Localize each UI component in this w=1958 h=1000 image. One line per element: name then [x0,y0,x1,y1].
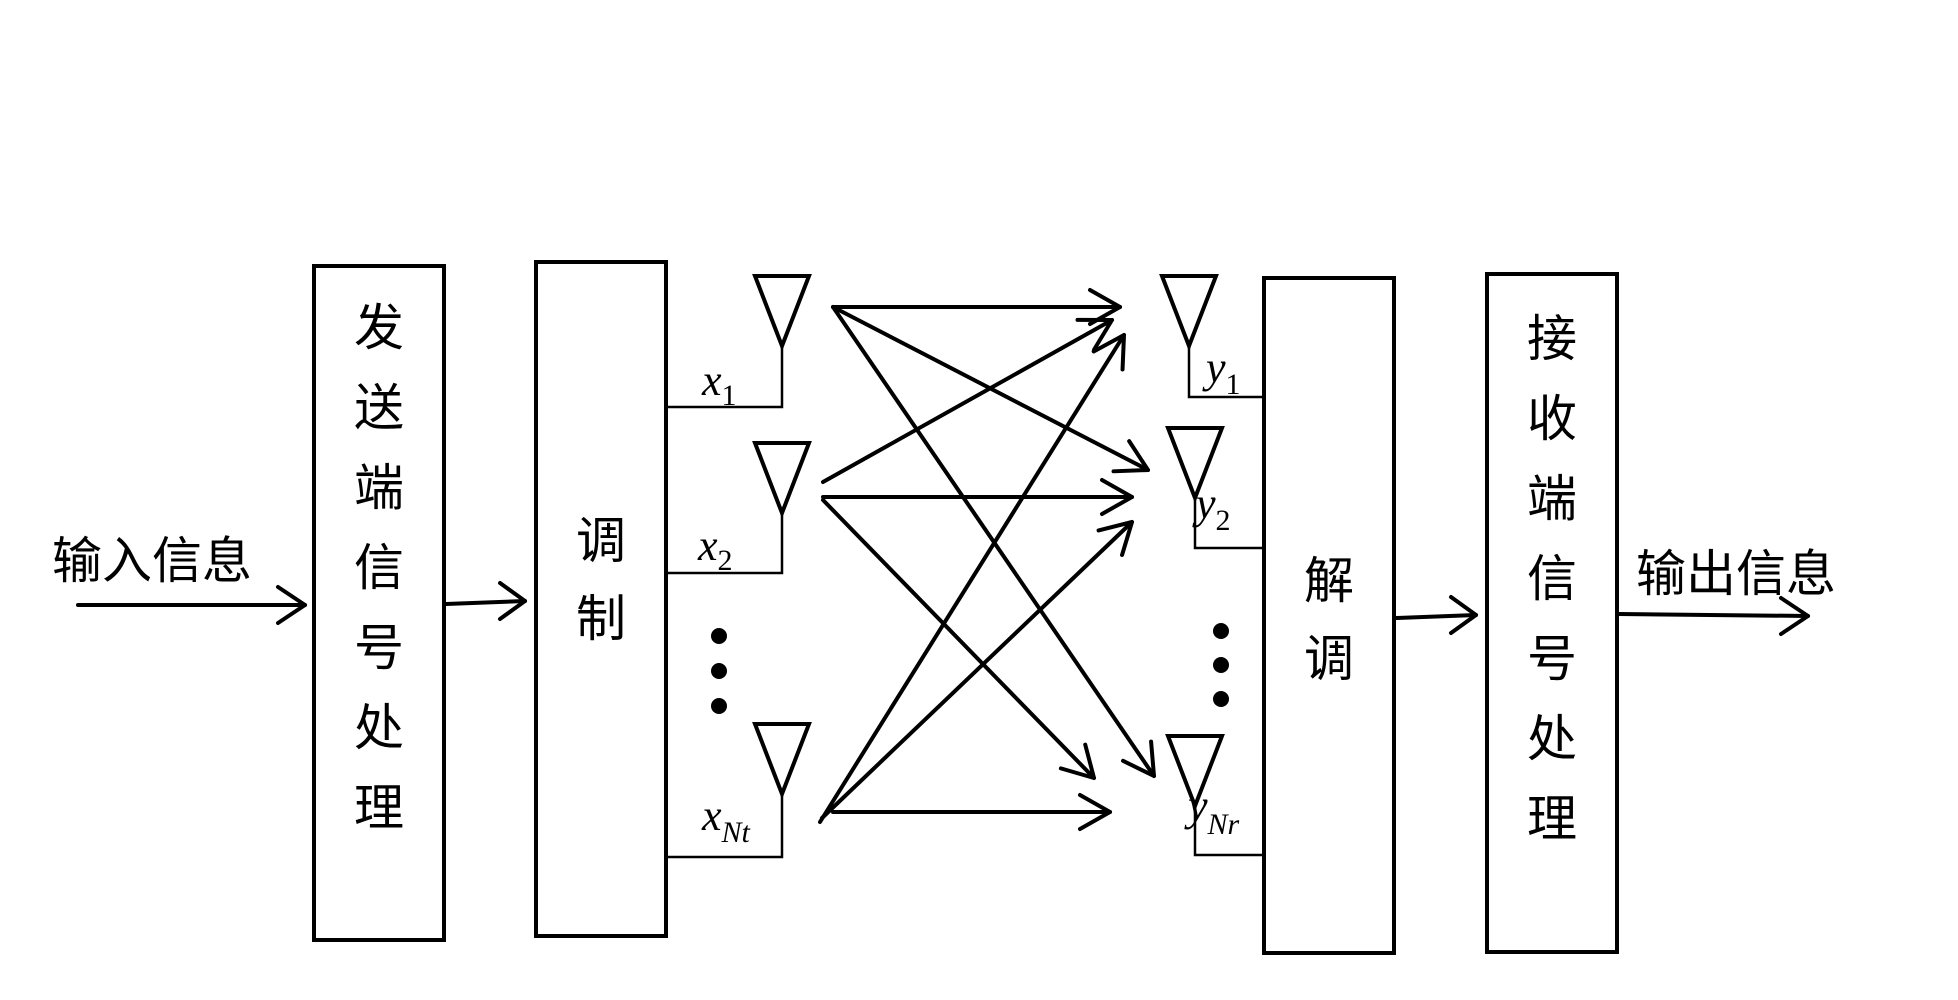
rx-processing-label: 接收端信号处理 [1527,310,1577,848]
tx-to-mod-arrow [444,581,527,621]
rx-signal-2: y2 [1192,479,1231,537]
tx-antenna-2 [668,441,812,575]
tx-antenna-1 [668,274,812,409]
tx-signal-1: x1 [701,356,737,412]
channel-link-arrow [821,498,1096,780]
demod-to-rx-arrow [1394,595,1478,635]
channel-link-arrow [831,793,1112,831]
output-label: 输出信息 [1636,545,1836,603]
tx-processing-label: 发送端信号处理 [354,299,404,837]
rx-processing-box: 接收端信号处理 [1485,272,1619,954]
tx-ellipsis-dots [711,628,727,714]
tx-signal-2: x2 [697,521,733,577]
channel-link-arrow [818,333,1126,824]
input-label: 输入信息 [52,532,252,590]
tx-antenna-nt [668,722,812,859]
rx-signal-nr: yNr [1184,781,1240,841]
channel-link-arrow [821,478,1134,516]
rx-signal-1: y1 [1202,343,1241,401]
tx-processing-box: 发送端信号处理 [312,264,446,942]
channel-link-arrow [820,520,1134,820]
modulation-label: 调制 [576,512,626,648]
demodulation-box: 解调 [1262,276,1396,955]
input-arrow [76,585,307,625]
rx-antenna-1 [1159,274,1262,399]
channel-link-arrow [821,317,1114,484]
modulation-box: 调制 [534,260,668,938]
output-arrow [1617,596,1810,636]
channel-links [818,288,1156,831]
rx-ellipsis-dots [1213,623,1229,707]
rx-antenna-2 [1165,426,1262,550]
tx-signal-nt: xNt [701,791,751,849]
rx-antenna-nr [1165,734,1262,857]
demodulation-label: 解调 [1304,552,1354,688]
